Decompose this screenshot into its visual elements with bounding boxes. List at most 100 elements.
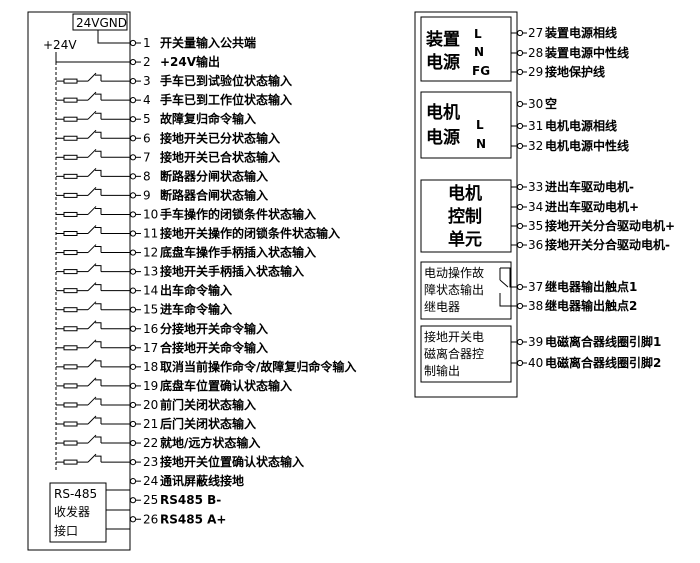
gnd-wire [97,30,130,44]
switch-hook [95,246,102,253]
switch-contact-icon [87,434,97,444]
fault-relay-line-1: 电动操作故 [424,265,484,280]
terminal-dot [129,135,137,142]
switch-contact-icon [87,206,97,215]
switch-hook [95,284,102,291]
terminal-dot [129,78,137,85]
terminal-number: 19 [143,379,158,393]
terminal-label: 合接地开关命令输入 [160,340,268,355]
switch-hook [95,207,102,215]
terminal-dot [129,249,137,256]
device-power-box [420,16,512,82]
terminal-number: 3 [143,74,151,88]
terminal-label: 接地开关分合驱动电机+ [545,218,675,233]
resistor-symbol [63,173,78,179]
terminal-label: 进车命令输入 [160,302,232,317]
terminal-number: 16 [143,322,158,336]
switch-contact-icon [87,339,97,349]
device-power-letter-fg: FG [472,64,490,78]
terminal-dot [129,497,137,504]
plus24v-label: +24V [43,38,77,52]
terminal-number: 14 [143,284,158,298]
switch-contact-icon [87,72,97,82]
switch-contact-icon [87,396,97,406]
terminal-label: 手车已到工作位状态输入 [160,92,292,107]
right-device-frame [414,11,518,398]
motor-control-title-3: 单元 [448,229,482,250]
rs485-box [49,482,107,543]
terminal-dot [129,97,137,104]
terminal-dot [129,478,137,485]
switch-contact-icon [87,377,97,387]
fault-relay-line-3: 继电器 [424,300,460,314]
terminal-label: 电机电源中性线 [545,138,629,153]
switch-contact-icon [87,263,97,272]
resistor-symbol [63,459,78,465]
left-terminal-2: 2+24V输出 [129,54,220,69]
gnd-label: 24VGND [76,16,127,30]
terminal-label: 故障复归命令输入 [160,111,256,126]
terminal-number: 21 [143,417,158,431]
switch-contact-icon [87,225,97,234]
terminal-dot [129,116,137,123]
resistor-symbol [63,383,78,389]
switch-contact-icon [87,453,97,463]
terminal-number: 13 [143,265,158,279]
switch-hook [95,341,102,348]
terminal-label: 开关量输入公共端 [160,35,256,50]
resistor-symbol [63,192,78,198]
switch-contact-icon [87,282,97,292]
terminal-dot [516,359,524,367]
motor-control-title-1: 电机 [448,183,482,204]
switch-hook [95,93,102,101]
resistor-symbol [63,116,78,122]
switch-hook [95,74,102,82]
motor-control-box [420,179,512,253]
terminal-label: 接地开关位置确认状态输入 [160,454,304,469]
terminal-dot [129,344,137,351]
terminal-dot [516,122,524,130]
terminal-dot [129,420,137,428]
terminal-dot [129,39,137,47]
rs485-line-1: RS-485 [54,487,97,501]
plus24v-wire [55,52,130,63]
terminal-dot [516,68,524,76]
terminal-label: 接地开关已合状态输入 [160,149,280,164]
terminal-dot [516,49,524,57]
terminal-label: 电磁离合器线圈引脚1 [545,334,661,349]
switch-contact-icon [87,129,97,139]
terminal-number: 34 [528,200,543,214]
terminal-number: 33 [528,180,543,194]
terminal-number: 2 [143,55,151,69]
resistor-symbol [63,135,78,141]
motor-power-title-2: 电源 [426,127,460,148]
terminal-dot [129,268,137,275]
relay-contact-symbol [499,267,517,307]
terminal-label: 电磁离合器线圈引脚2 [545,355,661,370]
clutch-output-box [420,325,512,383]
terminal-dot [516,203,524,211]
terminal-label: 取消当前操作命令/故障复归命令输入 [160,359,356,374]
rs485-line-3: 接口 [54,523,78,538]
motor-control-title-2: 控制 [448,206,482,227]
motor-power-title-1: 电机 [426,102,460,123]
resistor-symbol [63,269,78,275]
